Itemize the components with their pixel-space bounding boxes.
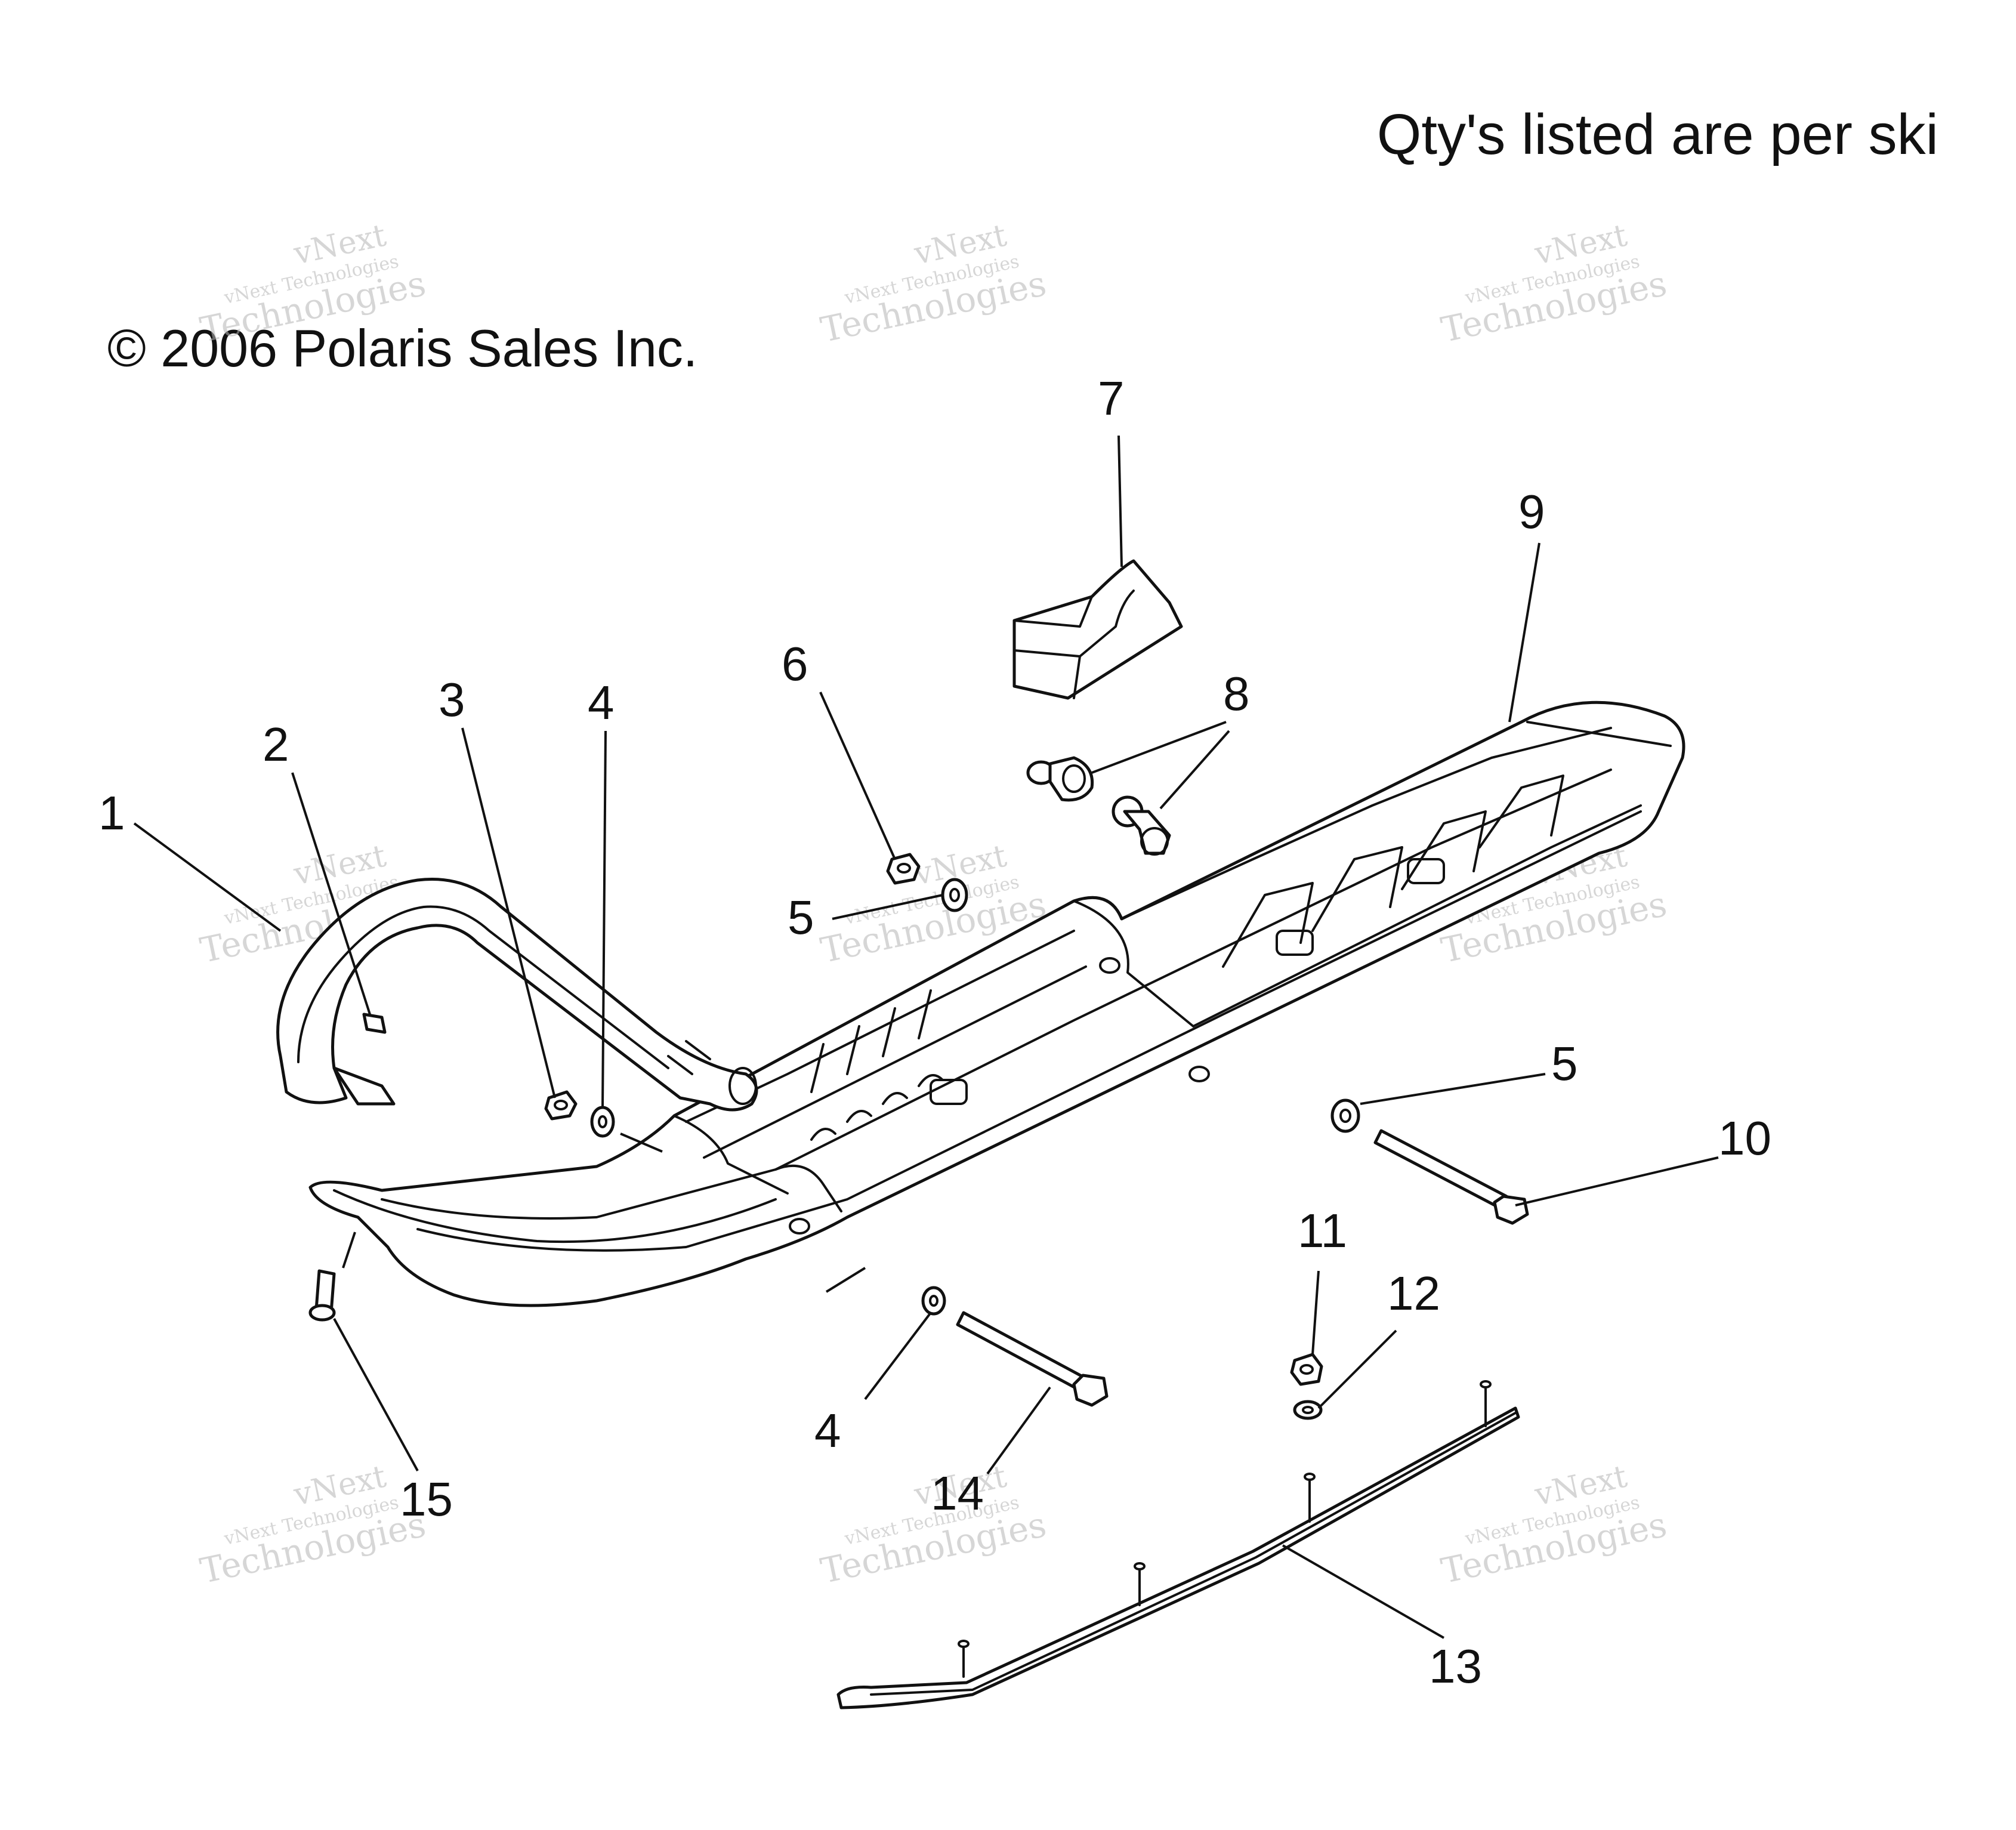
callout-7: 7 [1098,372,1125,425]
watermark: vNext vNext Technologies Technologies [817,1459,1050,1591]
bushing-part-8b [1112,795,1171,856]
washer-part-4-upper [590,1106,615,1138]
leader-lines [133,435,1719,1639]
wear-pad-block [1012,559,1183,700]
callout-8: 8 [1223,667,1250,720]
bolt-part-14 [956,1311,1109,1407]
nut-part-6 [886,853,921,885]
callout-5-lower: 5 [1551,1037,1578,1090]
watermark: vNext vNext Technologies Technologies [197,1459,430,1591]
callout-6: 6 [782,637,808,690]
callout-14: 14 [931,1467,984,1520]
roll-pin-part [362,1013,387,1034]
quantity-note: Qty's listed are per ski [1376,103,1938,166]
callout-5-upper: 5 [788,891,814,944]
callout-13: 13 [1429,1640,1482,1693]
nut-part-11 [1290,1353,1323,1386]
watermark: vNext vNext Technologies Technologies [1438,1459,1671,1591]
washer-part-5-upper [941,878,968,912]
ski-body [308,700,1685,1307]
callout-1: 1 [98,786,125,840]
nut-part-3 [544,1090,578,1121]
washer-part-5-lower [1330,1098,1360,1133]
rivet-part-15 [308,1269,336,1322]
bushing-part-8a [1026,756,1094,802]
callout-11: 11 [1298,1204,1347,1257]
callout-10: 10 [1718,1112,1771,1165]
callout-2: 2 [263,718,289,771]
callout-4-upper: 4 [588,676,615,729]
copyright-notice: © 2006 Polaris Sales Inc. [107,319,698,378]
ski-handle-loop [276,877,758,1112]
callout-labels: 1 2 3 4 4 5 5 6 7 8 9 10 11 12 13 14 15 [98,372,1771,1693]
callout-12: 12 [1387,1267,1440,1320]
watermark: vNext vNext Technologies Technologies [1438,218,1671,350]
washer-part-12 [1293,1400,1323,1420]
bolt-part-10 [1373,1129,1529,1225]
callout-9: 9 [1518,485,1545,538]
callout-4-lower: 4 [814,1404,841,1457]
watermark: vNext vNext Technologies Technologies [817,218,1050,350]
callout-3: 3 [439,673,465,726]
watermark: vNext vNext Technologies Technologies [197,218,430,350]
carbide-runner [836,1380,1520,1709]
callout-15: 15 [400,1473,453,1526]
washer-part-4-lower [921,1286,946,1316]
